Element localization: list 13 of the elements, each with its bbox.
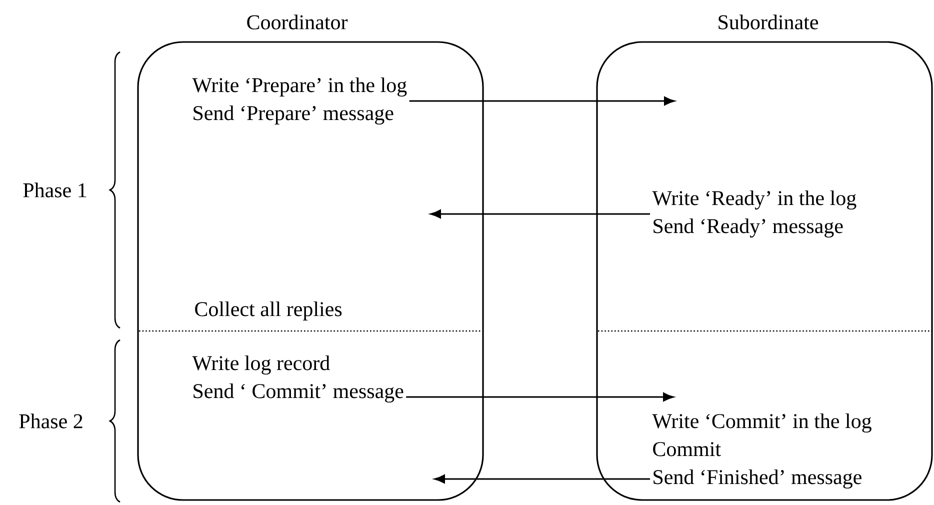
column-heading: Coordinator [247, 14, 348, 30]
arrow [409, 96, 675, 106]
phase-label: Phase 1 [23, 182, 86, 198]
step-text: Write ‘Prepare’ in the log Send ‘Prepare’ message [192, 77, 407, 125]
step-text: Write ‘Commit’ in the log Commit Send ‘Finished’ message [652, 413, 872, 489]
phase-label: Phase 2 [19, 414, 82, 428]
arrow [430, 210, 650, 218]
step-text: Write ‘Ready’ in the log Send ‘Ready’ message [652, 190, 856, 238]
column-heading: Subordinate [718, 14, 818, 30]
arrow [406, 392, 674, 402]
step-text: Write log record Send ‘ Commit’ message [192, 355, 404, 403]
step-text: Collect all replies [195, 301, 342, 321]
arrow [434, 474, 650, 484]
